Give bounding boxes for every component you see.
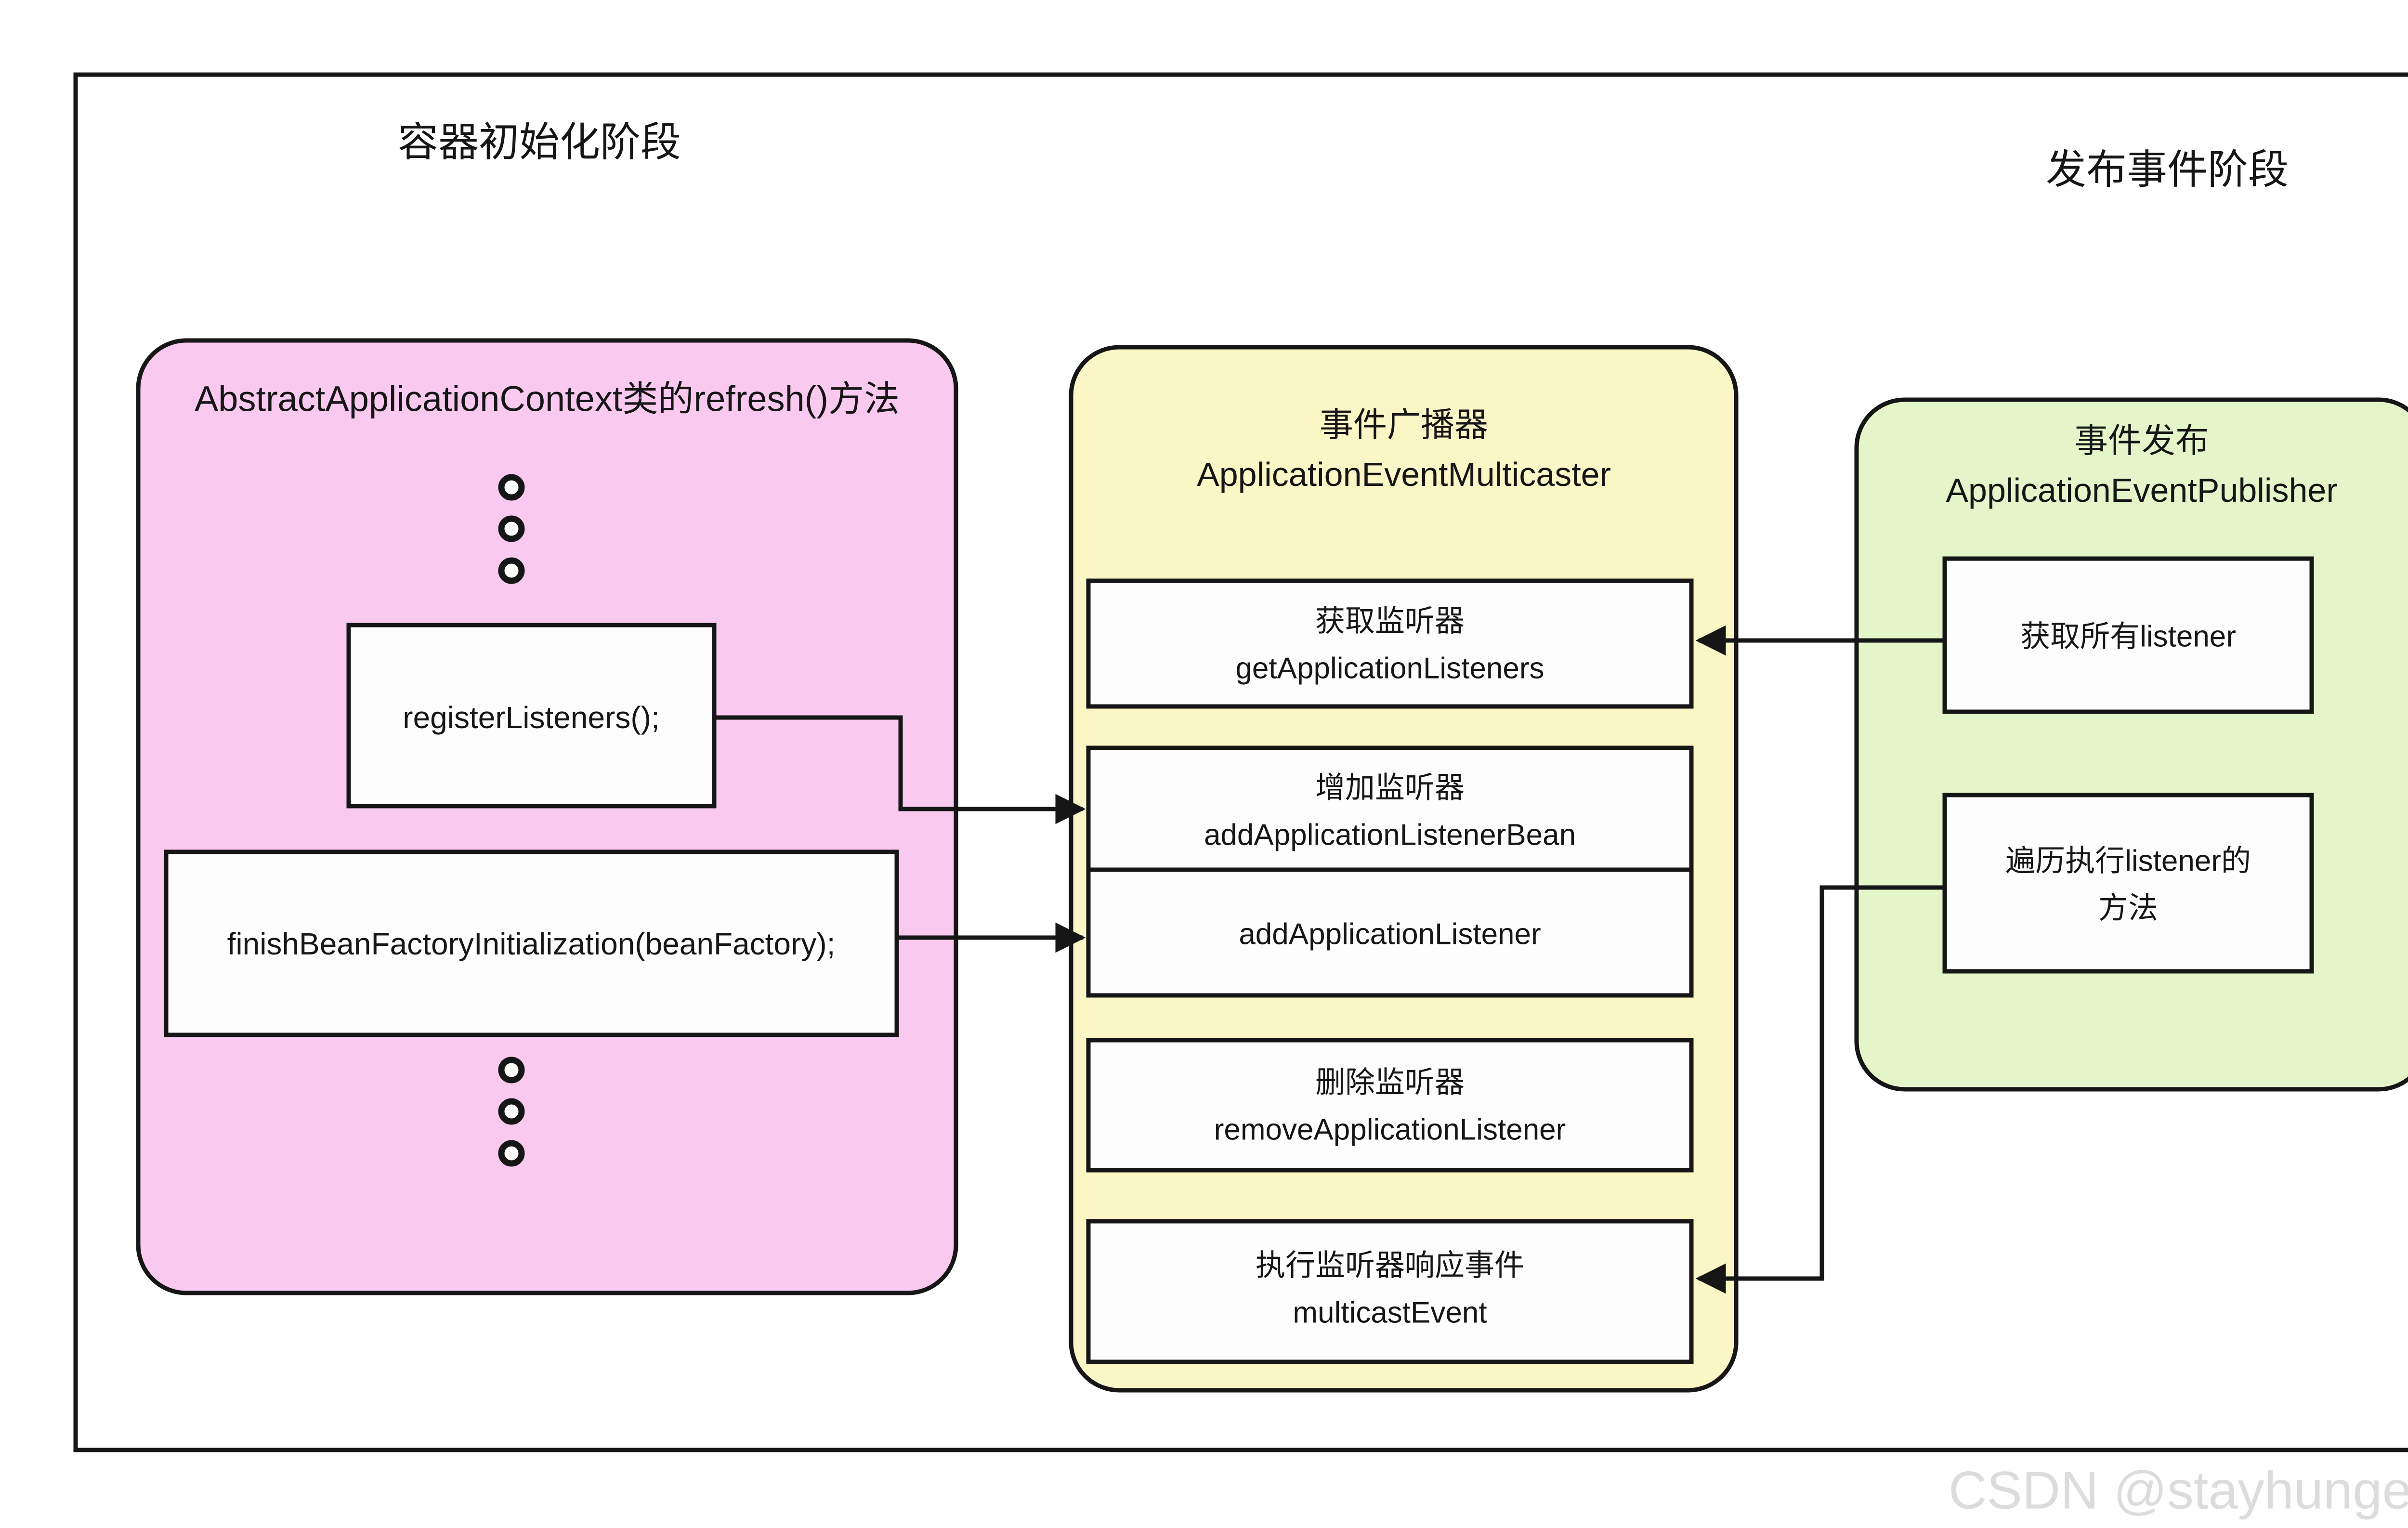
dot <box>498 474 525 501</box>
phase-label-init: 容器初始化阶段 <box>398 119 681 165</box>
register-listeners-box <box>346 623 717 809</box>
get-application-listeners-label-zh: 获取监听器 <box>1315 605 1465 638</box>
ellipsis-dots-top <box>498 474 525 584</box>
dot <box>498 1057 525 1084</box>
remove-application-listener-label-en: removeApplicationListener <box>1214 1113 1566 1147</box>
dot <box>498 557 525 584</box>
remove-application-listener-label-zh: 删除监听器 <box>1315 1066 1465 1099</box>
dot <box>498 1098 525 1125</box>
add-application-listener-bean-label-zh: 增加监听器 <box>1315 771 1465 805</box>
event-multicaster-title-en: ApplicationEventMulticaster <box>1197 456 1611 493</box>
phase-label-publish: 发布事件阶段 <box>2046 147 2289 192</box>
event-publisher-title-en: ApplicationEventPublisher <box>1946 471 2337 509</box>
finish-bean-factory-label: finishBeanFactoryInitialization(beanFact… <box>227 927 836 961</box>
get-all-listeners-box <box>1942 556 2314 714</box>
iterate-listeners-label-line2: 方法 <box>2098 892 2158 925</box>
event-publisher-title-zh: 事件发布 <box>2074 422 2209 459</box>
get-application-listeners-box <box>1086 578 1694 709</box>
refresh-method-panel-title: AbstractApplicationContext类的refresh()方法 <box>195 379 900 419</box>
finish-bean-factory-box <box>164 849 899 1037</box>
get-application-listeners-label-en: getApplicationListeners <box>1235 652 1544 685</box>
get-all-listeners-label: 获取所有listener <box>2020 620 2236 653</box>
event-multicaster-title-zh: 事件广播器 <box>1320 406 1488 444</box>
register-listeners-label: registerListeners(); <box>403 700 660 735</box>
multicast-event-label-zh: 执行监听器响应事件 <box>1256 1249 1524 1282</box>
add-application-listener-box <box>1086 867 1694 998</box>
arrow-register-to-add-listener-bean <box>714 715 1086 824</box>
iterate-listeners-box <box>1942 793 2314 974</box>
ellipsis-dots-bottom <box>498 1057 525 1167</box>
dot <box>498 515 525 542</box>
refresh-method-panel <box>136 338 958 1295</box>
csdn-watermark: CSDN @stayhungerstayflush <box>1949 1461 2408 1520</box>
add-application-listener-bean-box <box>1086 745 1694 872</box>
multicast-event-box <box>1086 1219 1694 1364</box>
multicast-event-label-en: multicastEvent <box>1293 1296 1487 1330</box>
arrow-iterate-to-multicast-event <box>1695 885 1945 1294</box>
add-application-listener-label: addApplicationListener <box>1239 918 1541 951</box>
add-application-listener-bean-label-en: addApplicationListenerBean <box>1204 819 1576 852</box>
iterate-listeners-label-line1: 遍历执行listener的 <box>2005 845 2251 878</box>
dot <box>498 1140 525 1167</box>
remove-application-listener-box <box>1086 1038 1694 1173</box>
